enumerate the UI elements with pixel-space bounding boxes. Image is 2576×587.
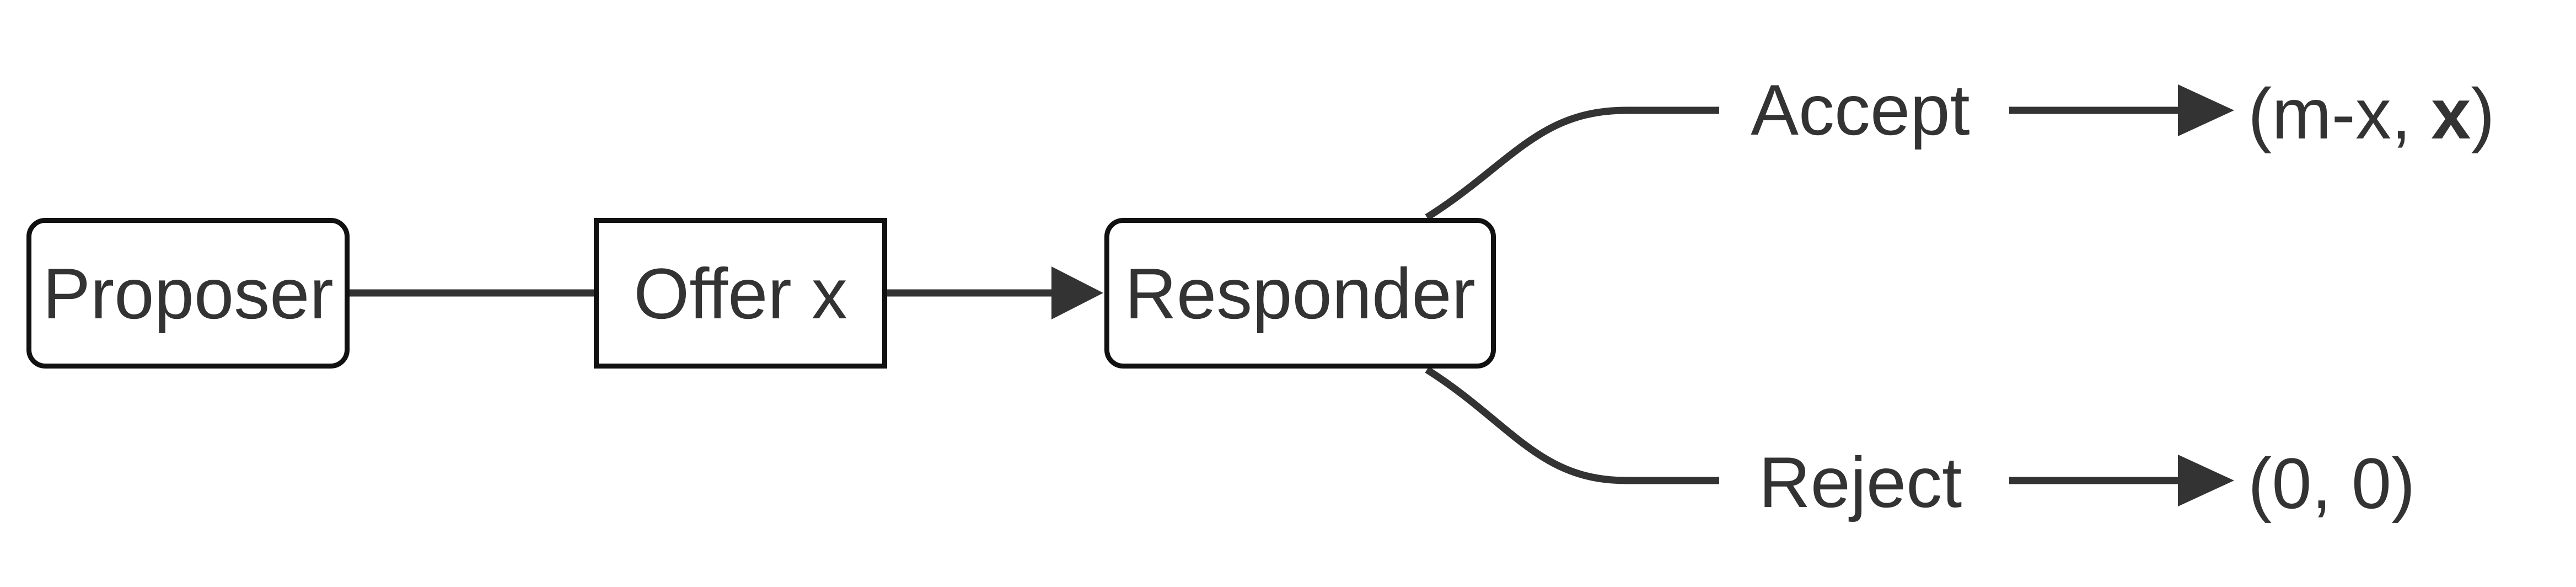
edge-accept-curve	[1425, 106, 1719, 221]
edge-label-reject: Reject	[1753, 446, 1968, 518]
payoff-accept-prefix: (m-x,	[2248, 73, 2432, 154]
payoff-accept: (m-x, x)	[2248, 78, 2495, 150]
node-proposer: Proposer	[26, 218, 350, 369]
edge-label-accept: Accept	[1745, 74, 1976, 146]
node-responder: Responder	[1104, 218, 1496, 369]
arrowhead-into-responder	[1051, 266, 1103, 319]
payoff-accept-bold-x: x	[2431, 73, 2471, 154]
payoff-accept-suffix: )	[2471, 73, 2495, 154]
node-offer-x: Offer x	[594, 218, 887, 369]
payoff-reject: (0, 0)	[2248, 443, 2416, 524]
arrowhead-reject	[2178, 455, 2234, 506]
arrowhead-accept	[2178, 84, 2234, 136]
edge-reject-curve	[1425, 366, 1719, 484]
